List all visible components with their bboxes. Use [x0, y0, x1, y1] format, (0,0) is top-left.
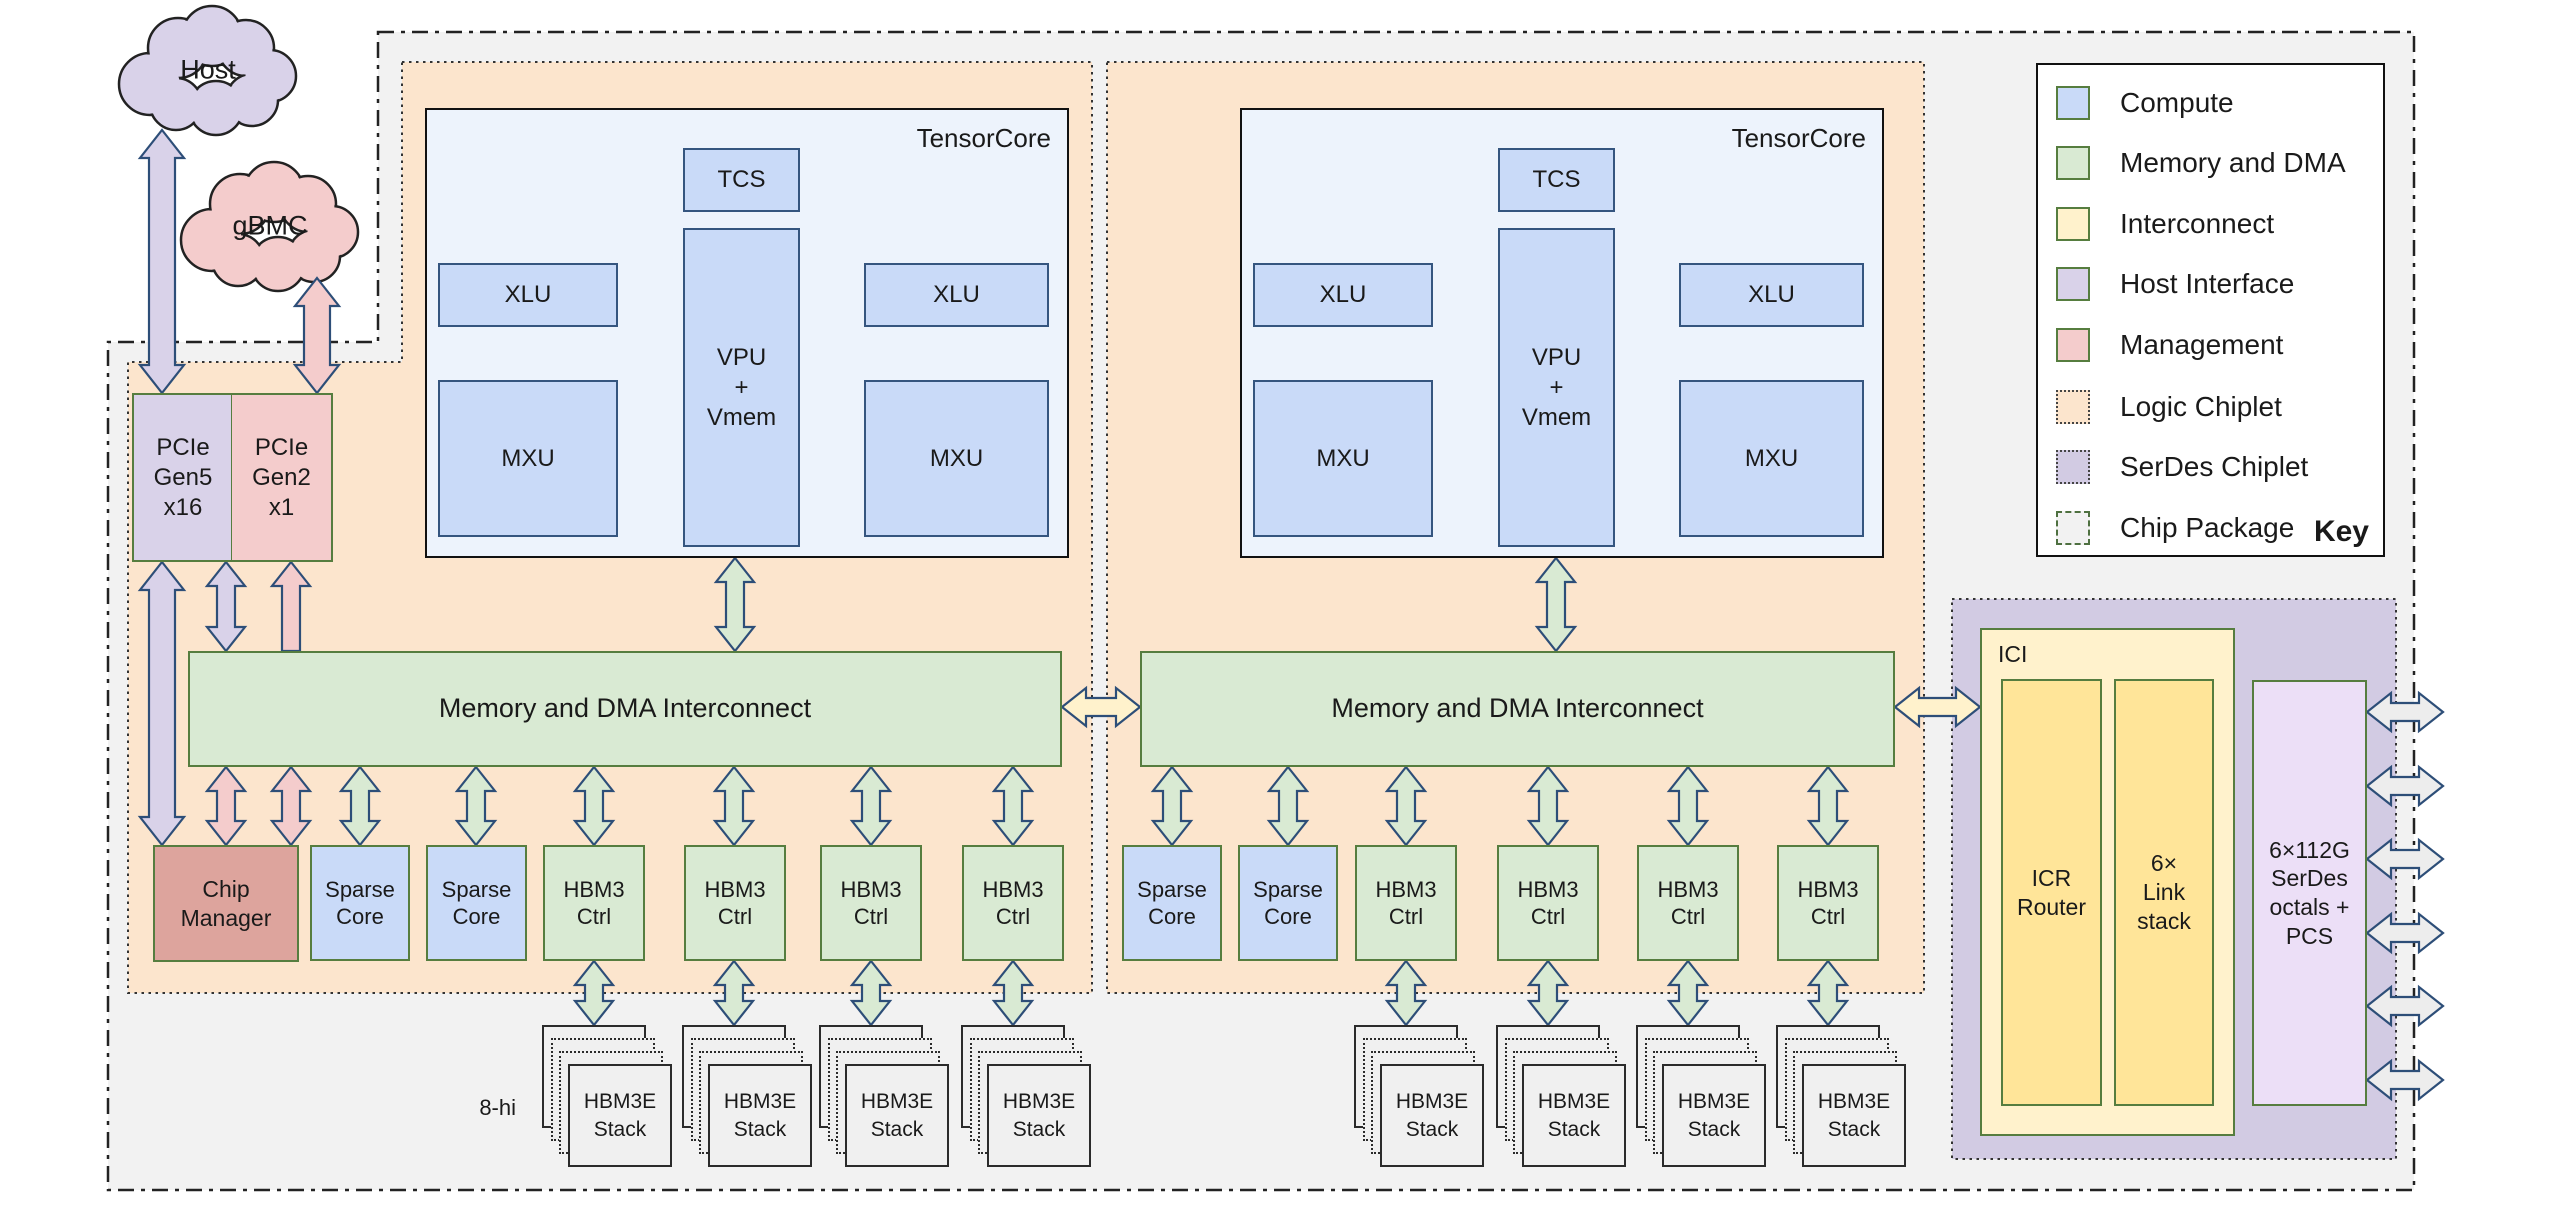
- chip-package-swatch: [2056, 511, 2090, 545]
- tcs-block-1: TCS: [683, 148, 800, 212]
- hbm3e-stack-front: HBM3E Stack: [1662, 1064, 1766, 1167]
- clouds: [117, 4, 360, 293]
- mxu-left-block-1: MXU: [438, 380, 618, 537]
- legend-item: Management: [2056, 327, 2283, 363]
- compute-swatch: [2056, 86, 2090, 120]
- management-swatch: [2056, 328, 2090, 362]
- pcie-gen2-block: PCIe Gen2 x1: [231, 393, 333, 562]
- tensorcore-1: TensorCore TCS VPU + Vmem XLU XLU MXU MX…: [425, 108, 1069, 558]
- tensorcore-2: TensorCore TCS VPU + Vmem XLU XLU MXU MX…: [1240, 108, 1884, 558]
- mxu-left-block-2: MXU: [1253, 380, 1433, 537]
- ici-block: ICI ICR Router 6× Link stack: [1980, 628, 2235, 1136]
- ici-title: ICI: [1998, 641, 2028, 667]
- double-arrow: [2365, 837, 2445, 881]
- hbm3e-stack-front: HBM3E Stack: [1380, 1064, 1484, 1167]
- legend-item: SerDes Chiplet: [2056, 449, 2308, 485]
- double-arrow: [2365, 984, 2445, 1028]
- legend-item: Memory and DMA: [2056, 145, 2346, 181]
- hbm3-ctrl-block: HBM3 Ctrl: [1497, 845, 1599, 961]
- interconnect-swatch: [2056, 207, 2090, 241]
- icr-router-block: ICR Router: [2001, 679, 2102, 1106]
- logic-chiplet-swatch: [2056, 390, 2090, 424]
- host-interface-swatch: [2056, 267, 2090, 301]
- hbm3e-stack: HBM3E Stack: [1354, 1025, 1485, 1167]
- gbmc-cloud-label: gBMC: [232, 210, 308, 241]
- legend-item: Host Interface: [2056, 266, 2294, 302]
- vpu-vmem-block-1: VPU + Vmem: [683, 228, 800, 547]
- hbm3-ctrl-block: HBM3 Ctrl: [1637, 845, 1739, 961]
- legend-item: Interconnect: [2056, 206, 2274, 242]
- link-stack-block: 6× Link stack: [2114, 679, 2214, 1106]
- hbm3-ctrl-block: HBM3 Ctrl: [820, 845, 922, 961]
- hbm3-ctrl-block: HBM3 Ctrl: [543, 845, 645, 961]
- hbm3e-stack: HBM3E Stack: [542, 1025, 673, 1167]
- hbm3-ctrl-block: HBM3 Ctrl: [1355, 845, 1457, 961]
- hbm3e-stack-front: HBM3E Stack: [568, 1064, 672, 1167]
- gbmc-cloud: [179, 160, 360, 293]
- chip-manager-block: Chip Manager: [153, 845, 299, 962]
- tcs-block-2: TCS: [1498, 148, 1615, 212]
- legend-item: Logic Chiplet: [2056, 389, 2282, 425]
- sparse-core-block: Sparse Core: [310, 845, 410, 961]
- legend: Compute Memory and DMA Interconnect Host…: [2036, 63, 2385, 557]
- xlu-left-block-1: XLU: [438, 263, 618, 327]
- hbm3e-stack-front: HBM3E Stack: [845, 1064, 949, 1167]
- hbm3e-stack: HBM3E Stack: [1496, 1025, 1627, 1167]
- hbm3-ctrl-block: HBM3 Ctrl: [962, 845, 1064, 961]
- double-arrow: [2365, 911, 2445, 955]
- sparse-core-block: Sparse Core: [426, 845, 527, 961]
- mxu-right-block-1: MXU: [864, 380, 1049, 537]
- double-arrow: [2365, 690, 2445, 734]
- sparse-core-block: Sparse Core: [1122, 845, 1222, 961]
- hbm3e-stack-front: HBM3E Stack: [1522, 1064, 1626, 1167]
- double-arrow: [2365, 764, 2445, 808]
- hbm3-ctrl-block: HBM3 Ctrl: [684, 845, 786, 961]
- vpu-vmem-block-2: VPU + Vmem: [1498, 228, 1615, 547]
- sparse-core-block: Sparse Core: [1238, 845, 1338, 961]
- hbm3e-stack-front: HBM3E Stack: [1802, 1064, 1906, 1167]
- memory-dma-interconnect-1: Memory and DMA Interconnect: [188, 651, 1062, 767]
- pcie-gen5-block: PCIe Gen5 x16: [132, 393, 233, 562]
- hbm3e-stack: HBM3E Stack: [1776, 1025, 1907, 1167]
- legend-item: Chip Package: [2056, 510, 2294, 546]
- serdes-octals-block: 6×112G SerDes octals + PCS: [2252, 680, 2367, 1106]
- double-arrow: [2365, 1058, 2445, 1102]
- memory-dma-interconnect-2: Memory and DMA Interconnect: [1140, 651, 1895, 767]
- xlu-right-block-2: XLU: [1679, 263, 1864, 327]
- xlu-right-block-1: XLU: [864, 263, 1049, 327]
- host-cloud: [117, 4, 298, 137]
- mxu-right-block-2: MXU: [1679, 380, 1864, 537]
- hbm3e-stack: HBM3E Stack: [1636, 1025, 1767, 1167]
- serdes-chiplet-swatch: [2056, 450, 2090, 484]
- hbm3e-stack-front: HBM3E Stack: [708, 1064, 812, 1167]
- hbm3e-stack: HBM3E Stack: [819, 1025, 950, 1167]
- host-cloud-label: Host: [180, 54, 236, 85]
- hbm3-ctrl-block: HBM3 Ctrl: [1777, 845, 1879, 961]
- legend-item: Compute: [2056, 85, 2234, 121]
- xlu-left-block-2: XLU: [1253, 263, 1433, 327]
- memory-dma-swatch: [2056, 146, 2090, 180]
- tensorcore-1-title: TensorCore: [916, 123, 1051, 153]
- hbm3e-stack-front: HBM3E Stack: [987, 1064, 1091, 1167]
- legend-title: Key: [2313, 515, 2369, 548]
- hbm3e-stack: HBM3E Stack: [961, 1025, 1092, 1167]
- hbm3e-stack: HBM3E Stack: [682, 1025, 813, 1167]
- stack-height-note: 8-hi: [479, 1095, 516, 1120]
- tensorcore-2-title: TensorCore: [1731, 123, 1866, 153]
